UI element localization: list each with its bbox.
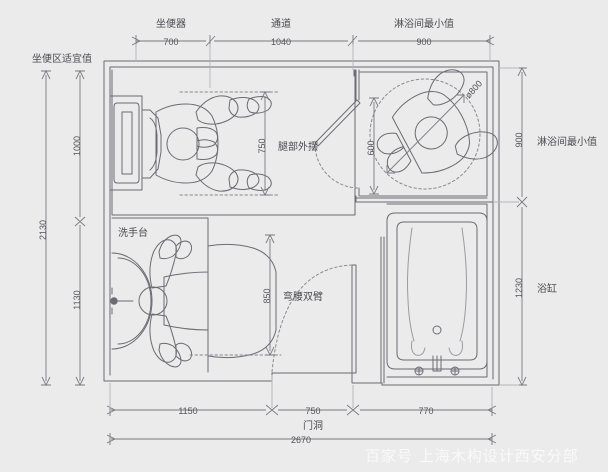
dim-bottom-total-value: 2670 [291, 435, 311, 445]
dim-left-total-label: 坐便区适宜值 [32, 52, 92, 65]
toilet-fixture [109, 95, 162, 191]
room-outer-wall [103, 60, 500, 386]
dimension-lines [41, 35, 528, 445]
dim-top-label-0: 坐便器 [156, 17, 186, 30]
dim-top-label-1: 通道 [271, 17, 291, 30]
dim-top-value-2: 900 [416, 37, 431, 47]
basin-zone-outline [111, 217, 209, 373]
dim-right-label-1: 浴缸 [537, 282, 557, 295]
toilet-person-figure [155, 95, 272, 192]
dim-interior-label-0: 腿部外摆 [278, 140, 318, 153]
dim-interior-value-2: 600 [366, 140, 376, 155]
dim-top-value-1: 1040 [271, 37, 291, 47]
dim-right-value-1: 1230 [514, 278, 524, 298]
dim-interior-value-1: 850 [262, 288, 272, 303]
dim-interior-value-0: 750 [257, 138, 267, 153]
basin-person-figure [138, 234, 277, 368]
bathtub-fixture [386, 212, 488, 376]
shower-door-leaf [314, 99, 361, 147]
washbasin-fixture [110, 252, 153, 350]
entry-door-leaf [351, 264, 357, 374]
dim-interior-label-1: 弯腰双臂 [283, 290, 323, 303]
dim-right-value-0: 900 [514, 132, 524, 147]
dim-bottom-value-1: 750 [305, 406, 320, 416]
dim-bottom-value-0: 1150 [178, 406, 197, 416]
dim-top-value-0: 700 [163, 37, 178, 47]
bathtub-person-figure [407, 227, 467, 356]
shower-clearance-circle [369, 78, 481, 190]
dim-left-value-1: 1130 [72, 290, 82, 309]
shower-room-walls [353, 69, 494, 203]
dim-left-value-0: 1000 [72, 136, 82, 156]
dim-right-label-0: 淋浴间最小值 [537, 135, 597, 148]
dim-bottom-label-1: 门洞 [303, 419, 323, 432]
shower-person-figure [376, 69, 498, 174]
watermark-text: 百家号 上海木构设计西安分部 [365, 447, 579, 465]
fixture-label-basin: 洗手台 [118, 226, 148, 239]
dim-bottom-value-2: 770 [418, 406, 433, 416]
entry-door-swing-arc [271, 264, 353, 373]
dim-top-label-2: 淋浴间最小值 [394, 17, 454, 30]
toilet-zone-outline [111, 69, 356, 216]
dim-left-total-value: 2130 [38, 220, 48, 240]
shower-door-swing-arc [314, 143, 360, 189]
